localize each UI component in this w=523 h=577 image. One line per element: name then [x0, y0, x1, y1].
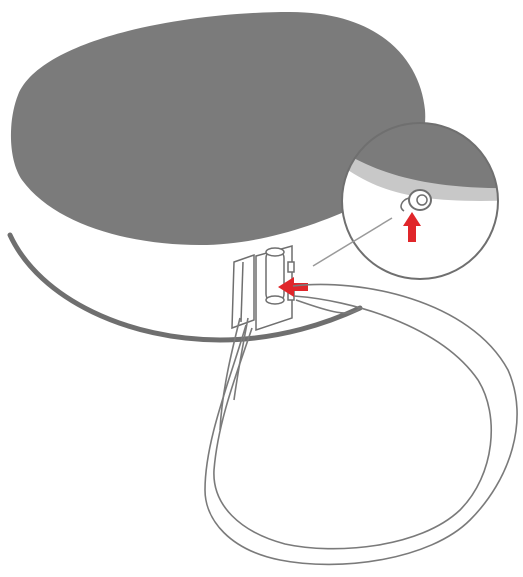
- strap-cord: [205, 284, 517, 564]
